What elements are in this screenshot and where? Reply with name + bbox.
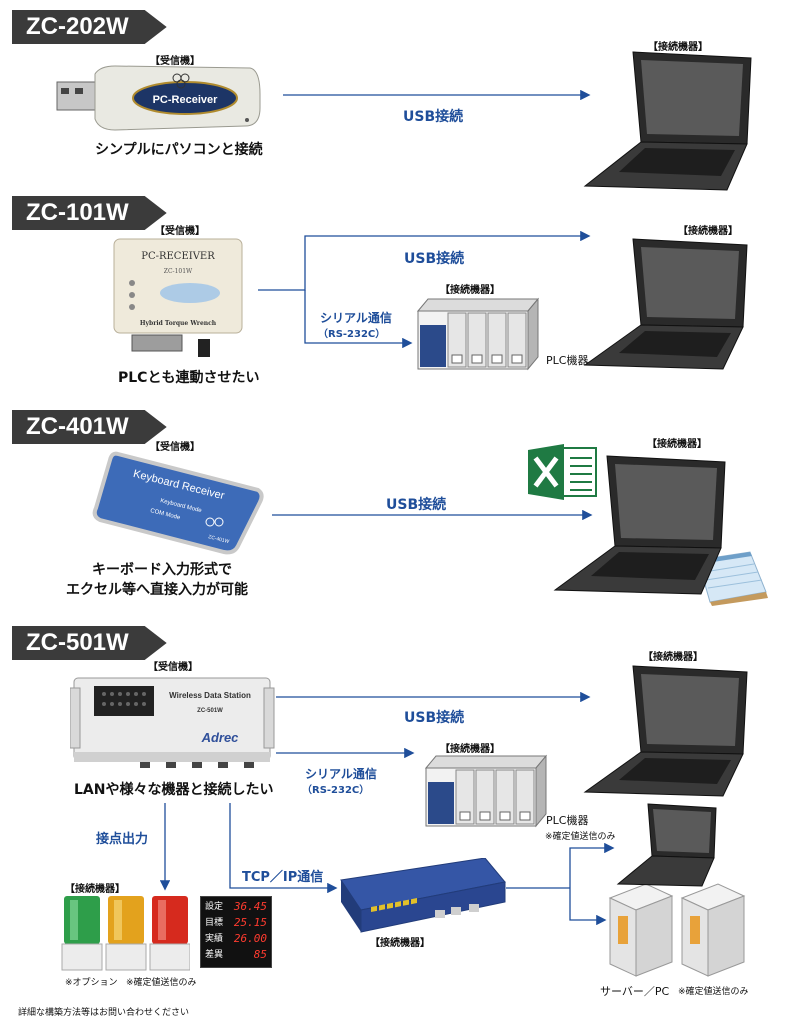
laptop-icon bbox=[583, 665, 748, 797]
link-sub-serial-101: （RS-232C） bbox=[318, 329, 386, 340]
display-row-value: 85 bbox=[253, 948, 267, 961]
tcp-line-501 bbox=[229, 803, 338, 894]
target-tag-hub: 【接続機器】 bbox=[370, 938, 430, 949]
serial-receiver-device: PC-RECEIVER ZC-101W Hybrid Torque Wrench bbox=[113, 238, 243, 357]
keyboard-receiver-device: Keyboard Receiver Keyboard Mode COM Mode… bbox=[92, 451, 264, 555]
laptop-icon bbox=[583, 238, 748, 370]
footer-note: 詳細な構築方法等はお問い合わせください bbox=[18, 1008, 190, 1018]
device-sub: ZC-401W bbox=[208, 534, 230, 545]
server-label: サーバー／PC bbox=[600, 985, 670, 998]
data-station-device: Wireless Data Station ZC-501W Adrec bbox=[70, 677, 275, 768]
confirmed-note-lights: ※確定値送信のみ bbox=[126, 978, 197, 988]
option-note: ※オプション bbox=[65, 978, 118, 988]
excel-icon bbox=[528, 444, 597, 500]
device-label: PC-RECEIVER bbox=[141, 251, 215, 262]
display-row: 目標 25.15 bbox=[201, 915, 271, 931]
caption-501: LANや様々な機器と接続したい bbox=[74, 782, 274, 798]
display-row-value: 26.00 bbox=[233, 932, 267, 945]
link-sub-serial-501: （RS-232C） bbox=[302, 785, 370, 796]
display-row-value: 36.45 bbox=[233, 900, 267, 913]
device-label: PC-Receiver bbox=[153, 94, 219, 106]
target-tag-plc-101: 【接続機器】 bbox=[440, 285, 500, 296]
display-row-label: 設定 bbox=[205, 902, 224, 912]
display-row-label: 差異 bbox=[205, 950, 224, 960]
caption-401-line1: キーボード入力形式で bbox=[92, 562, 232, 578]
display-row: 差異 85 bbox=[201, 947, 271, 963]
display-row-value: 25.15 bbox=[233, 916, 267, 929]
target-tag-plc-501: 【接続機器】 bbox=[440, 744, 500, 755]
receiver-tag: 【受信機】 bbox=[150, 56, 200, 67]
link-label-usb-202: USB接続 bbox=[403, 109, 464, 125]
link-label-contact-501: 接点出力 bbox=[96, 832, 149, 847]
model-badge-zc101w: ZC-101W bbox=[12, 196, 167, 230]
caption-202: シンプルにパソコンと接続 bbox=[95, 142, 263, 158]
usb-line-101 bbox=[258, 230, 591, 291]
display-panel: 設定 36.45 目標 25.15 実績 26.00 差異 85 bbox=[200, 896, 272, 968]
caption-101: PLCとも連動させたい bbox=[118, 370, 260, 386]
display-row: 実績 26.00 bbox=[201, 931, 271, 947]
link-label-tcp-501: TCP／IP通信 bbox=[242, 870, 324, 885]
receiver-tag: 【受信機】 bbox=[155, 226, 205, 237]
lan-to-server bbox=[569, 888, 607, 926]
plc-device-icon bbox=[424, 754, 548, 828]
link-label-serial-501: シリアル通信 bbox=[305, 767, 377, 781]
receiver-tag: 【受信機】 bbox=[150, 442, 200, 453]
display-row-label: 実績 bbox=[205, 934, 224, 944]
server-note: ※確定値送信のみ bbox=[678, 987, 749, 997]
notepad-icon bbox=[697, 551, 768, 606]
laptop-icon bbox=[553, 455, 726, 595]
plc-label-501: PLC機器 bbox=[546, 814, 589, 827]
network-hub-icon bbox=[340, 858, 506, 933]
display-row-label: 目標 bbox=[205, 918, 224, 928]
serial-line-101 bbox=[304, 290, 413, 349]
caption-401-line2: エクセル等へ直接入力が可能 bbox=[66, 582, 248, 598]
target-tag-pc-401: 【接続機器】 bbox=[647, 439, 707, 450]
model-badge-zc501w: ZC-501W bbox=[12, 626, 167, 660]
device-brand: Adrec bbox=[201, 730, 240, 745]
link-label-serial-101: シリアル通信 bbox=[320, 311, 392, 325]
model-badge-zc202w: ZC-202W bbox=[12, 10, 167, 44]
link-label-usb-101: USB接続 bbox=[404, 251, 465, 267]
usb-receiver-device: PC-Receiver bbox=[56, 65, 261, 131]
plc-label-101: PLC機器 bbox=[546, 354, 589, 367]
laptop-icon bbox=[583, 51, 752, 191]
server-icon bbox=[608, 883, 746, 977]
device-foot: Hybrid Torque Wrench bbox=[140, 320, 217, 327]
target-tag-pc-501: 【接続機器】 bbox=[643, 652, 703, 663]
target-tag-pc-101: 【接続機器】 bbox=[678, 226, 738, 237]
model-badge-zc401w: ZC-401W bbox=[12, 410, 167, 444]
display-row: 設定 36.45 bbox=[201, 897, 271, 915]
device-sub: ZC-501W bbox=[197, 708, 223, 714]
link-label-usb-401: USB接続 bbox=[386, 497, 447, 513]
target-tag-lights: 【接続機器】 bbox=[65, 884, 125, 895]
laptop-icon bbox=[616, 803, 717, 887]
link-label-usb-501: USB接続 bbox=[404, 710, 465, 726]
lan-to-pc bbox=[569, 842, 615, 888]
signal-lights-icon bbox=[61, 896, 190, 971]
receiver-tag: 【受信機】 bbox=[148, 662, 198, 673]
plc-note-501: ※確定値送信のみ bbox=[545, 832, 616, 842]
device-sub: ZC-101W bbox=[164, 268, 193, 275]
plc-device-icon bbox=[416, 297, 540, 371]
device-label: Wireless Data Station bbox=[169, 691, 251, 700]
target-tag-pc-202: 【接続機器】 bbox=[648, 42, 708, 53]
